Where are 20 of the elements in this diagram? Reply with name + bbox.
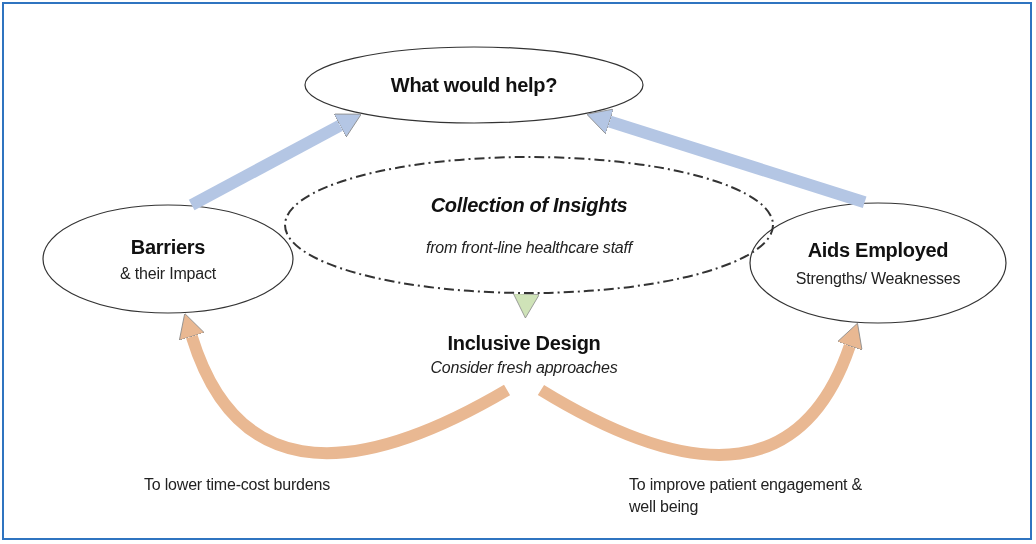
ellipse-node <box>304 46 644 124</box>
node-subtitle: Strengths/ Weaknesses <box>795 269 961 288</box>
node-title: Inclusive Design <box>447 331 601 355</box>
ellipse-node <box>749 202 1007 324</box>
node-title: Collection of Insights <box>430 193 628 217</box>
node-subtitle: & their Impact <box>120 264 216 283</box>
node-title: What would help? <box>390 73 558 97</box>
note-text: To improve patient engagement & well being <box>629 475 864 518</box>
node-subtitle: Consider fresh approaches <box>430 358 618 377</box>
arrow <box>188 113 362 211</box>
arrow <box>179 313 510 460</box>
arrow <box>586 108 867 209</box>
arrow <box>537 323 863 461</box>
node-subtitle: from front-line healthcare staff <box>425 238 633 257</box>
note-text: To lower time-cost burdens <box>144 475 331 495</box>
ellipse-node <box>284 156 774 294</box>
node-title: Aids Employed <box>807 238 949 262</box>
ellipse-node <box>42 204 294 314</box>
arrow <box>512 291 540 319</box>
node-title: Barriers <box>130 235 206 259</box>
